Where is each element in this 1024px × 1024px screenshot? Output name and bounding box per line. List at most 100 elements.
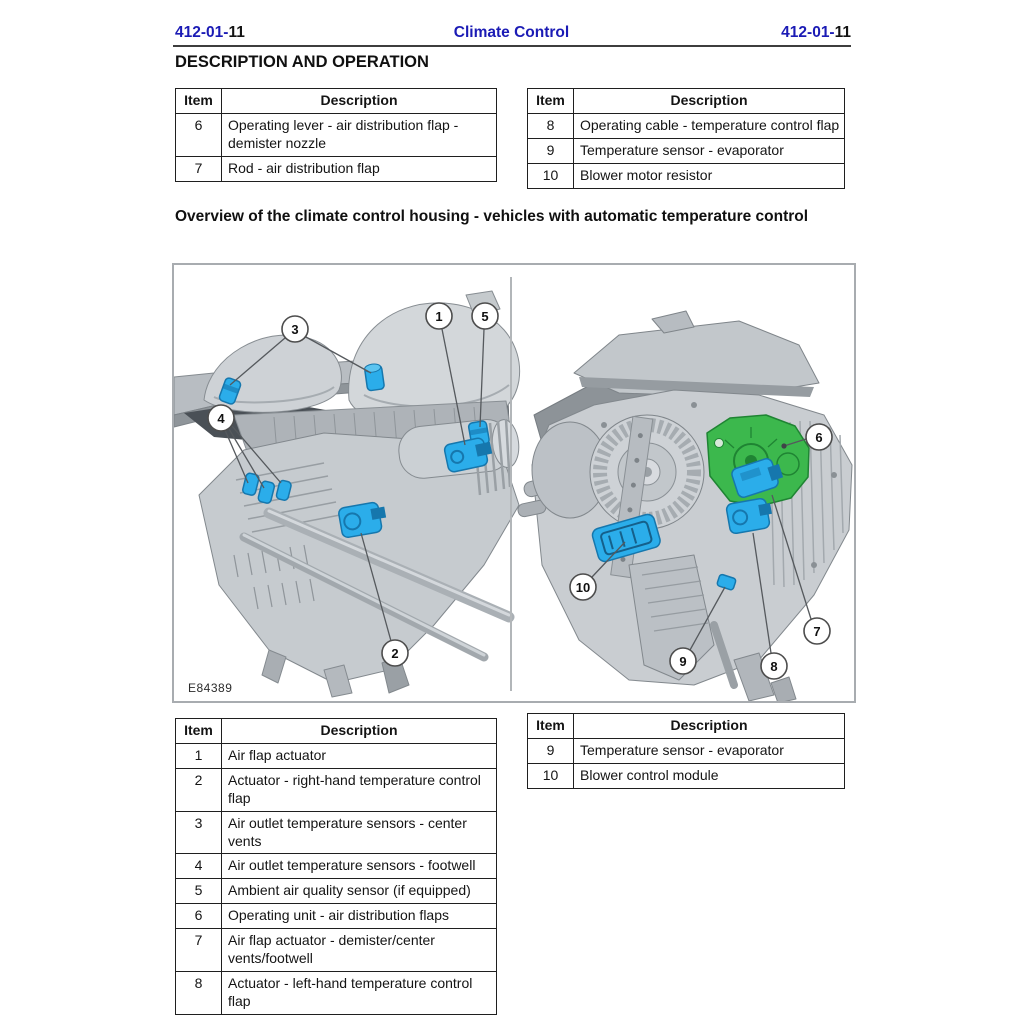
table-row: 1 Air flap actuator: [175, 742, 497, 769]
item-number: 6: [175, 112, 222, 157]
callout-9: 9: [669, 647, 697, 675]
callout-2: 2: [381, 639, 409, 667]
actuator-left-hand-temp-control-flap: [725, 497, 772, 535]
svg-text:2: 2: [391, 646, 398, 661]
table-row: 9 Temperature sensor - evaporator: [527, 737, 845, 764]
col-header-item: Item: [527, 713, 574, 739]
figure-climate-control-housing: 1 5 3 4 2 6 10 9 8 7 E84389: [172, 263, 856, 703]
table-row: 2 Actuator - right-hand temperature cont…: [175, 767, 497, 812]
leader-line-10: [591, 541, 626, 578]
table-row: 7 Air flap actuator - demister/center ve…: [175, 928, 497, 972]
page-code-right-blue: 412-01-: [781, 24, 835, 41]
right-assembly: [517, 310, 853, 701]
table-top-left: Item Description 6 Operating lever - air…: [175, 88, 497, 182]
item-number: 7: [175, 928, 222, 972]
item-number: 3: [175, 810, 222, 855]
item-number: 8: [527, 112, 574, 139]
page-title: Climate Control: [453, 24, 570, 41]
leader-line-4: [231, 425, 282, 484]
item-description: Operating cable - temperature control fl…: [573, 112, 845, 139]
leader-line-4: [228, 428, 265, 489]
page-code-left-blue: 412-01-: [175, 24, 229, 41]
svg-text:9: 9: [679, 654, 686, 669]
item-description: Blower motor resistor: [573, 162, 845, 189]
table-bottom-right: Item Description 9 Temperature sensor - …: [527, 713, 845, 789]
callout-3: 3: [281, 315, 309, 343]
leader-dot-6: [781, 443, 787, 449]
leader-line-3: [229, 337, 286, 386]
leader-line-5: [479, 328, 485, 428]
leader-line-1: [441, 328, 466, 446]
svg-text:3: 3: [291, 322, 298, 337]
table-row: 10 Blower control module: [527, 762, 845, 789]
callout-10: 10: [569, 573, 597, 601]
page-code-right: 412-01-11: [551, 24, 851, 42]
header-rule: [173, 45, 851, 47]
air-flap-actuator-1: [443, 437, 493, 473]
item-description: Rod - air distribution flap: [221, 155, 497, 182]
item-description: Actuator - left-hand temperature control…: [221, 970, 497, 1015]
col-header-item: Item: [527, 88, 574, 114]
svg-text:1: 1: [435, 309, 442, 324]
item-number: 5: [175, 878, 222, 905]
svg-text:5: 5: [481, 309, 488, 324]
col-header-item: Item: [175, 88, 222, 114]
svg-text:7: 7: [813, 624, 820, 639]
callout-4: 4: [207, 404, 235, 432]
figure-id-label: E84389: [188, 681, 233, 695]
figure-panel-divider: [510, 277, 512, 691]
leader-line-8: [752, 532, 772, 654]
page-code-left: 412-01-11: [175, 24, 245, 42]
section-title: DESCRIPTION AND OPERATION: [175, 53, 429, 71]
item-description: Air outlet temperature sensors - footwel…: [221, 853, 497, 880]
item-description: Ambient air quality sensor (if equipped): [221, 878, 497, 905]
col-header-item: Item: [175, 718, 222, 744]
item-description: Operating unit - air distribution flaps: [221, 903, 497, 930]
page-code-left-black: 11: [228, 24, 245, 41]
svg-text:10: 10: [576, 580, 590, 595]
blower-control-module: [591, 513, 661, 563]
callout-5: 5: [471, 302, 499, 330]
item-number: 9: [527, 737, 574, 764]
col-header-description: Description: [221, 718, 497, 744]
item-number: 2: [175, 767, 222, 812]
item-description: Temperature sensor - evaporator: [573, 137, 845, 164]
item-description: Operating lever - air distribution flap …: [221, 112, 497, 157]
item-number: 9: [527, 137, 574, 164]
table-row: 4 Air outlet temperature sensors - footw…: [175, 853, 497, 880]
item-description: Temperature sensor - evaporator: [573, 737, 845, 764]
air-outlet-temp-sensors-center-vents: [218, 363, 385, 405]
table-row: 5 Ambient air quality sensor (if equippe…: [175, 878, 497, 905]
col-header-description: Description: [221, 88, 497, 114]
leader-line-9: [689, 586, 726, 651]
table-row: 10 Blower motor resistor: [527, 162, 845, 189]
callout-6: 6: [805, 423, 833, 451]
table-row: 8 Operating cable - temperature control …: [527, 112, 845, 139]
page-code-right-black: 11: [834, 24, 851, 41]
table-bottom-left: Item Description 1 Air flap actuator 2 A…: [175, 718, 497, 1015]
item-number: 6: [175, 903, 222, 930]
item-description: Air flap actuator - demister/center vent…: [221, 928, 497, 972]
table-row: 6 Operating lever - air distribution fla…: [175, 112, 497, 157]
svg-text:8: 8: [770, 659, 777, 674]
item-number: 4: [175, 853, 222, 880]
leader-line-3: [305, 336, 372, 374]
table-row: 3 Air outlet temperature sensors - cente…: [175, 810, 497, 855]
table-row: 8 Actuator - left-hand temperature contr…: [175, 970, 497, 1015]
table-top-right: Item Description 8 Operating cable - tem…: [527, 88, 845, 189]
leader-line-7: [771, 494, 812, 620]
figure-heading: Overview of the climate control housing …: [175, 208, 809, 225]
figure-illustration: 1 5 3 4 2 6 10 9 8 7: [174, 290, 853, 701]
item-number: 7: [175, 155, 222, 182]
svg-text:4: 4: [217, 411, 225, 426]
leader-line-6: [783, 438, 807, 447]
item-description: Blower control module: [573, 762, 845, 789]
item-number: 10: [527, 162, 574, 189]
item-number: 8: [175, 970, 222, 1015]
col-header-description: Description: [573, 713, 845, 739]
item-description: Air flap actuator: [221, 742, 497, 769]
table-row: 7 Rod - air distribution flap: [175, 155, 497, 182]
item-number: 1: [175, 742, 222, 769]
callout-7: 7: [803, 617, 831, 645]
